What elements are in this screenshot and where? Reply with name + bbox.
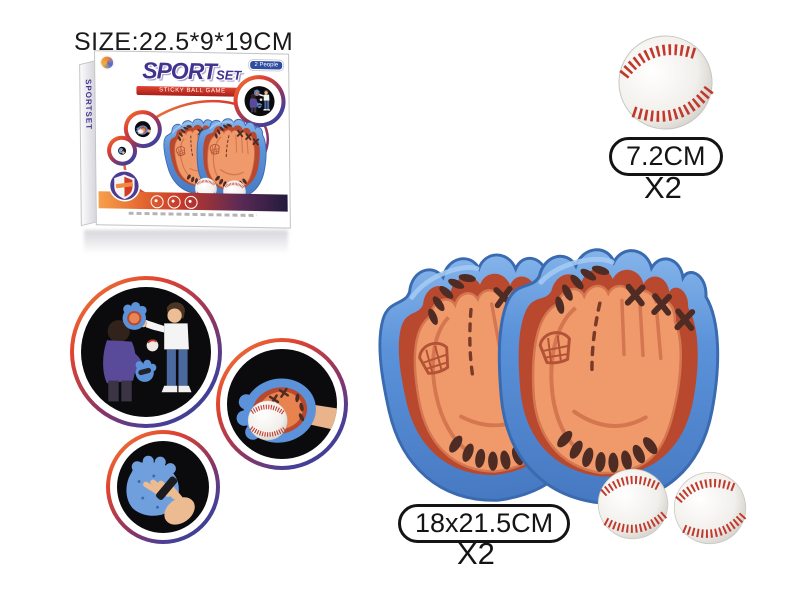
box-side-text: SPORTSET (83, 77, 94, 132)
baseball-small (664, 462, 756, 554)
photo-circle-catch (216, 338, 348, 470)
ball-quantity-label: X2 (644, 170, 682, 205)
feature-icon (150, 195, 164, 209)
ball-size-label: 7.2CM (609, 137, 723, 176)
box-strap-thumb-circle (106, 135, 138, 166)
baseball-large (603, 20, 728, 145)
glove-size-label: 18x21.5CM (398, 504, 571, 543)
photo-circle-strap (106, 430, 220, 544)
box-reflection (84, 230, 288, 258)
glove-quantity-label: X2 (457, 536, 495, 571)
kids-playing-photo (81, 287, 211, 417)
feature-icon (184, 195, 198, 210)
glove-catch-thumb (135, 121, 151, 137)
glove-catch-photo (227, 349, 337, 459)
box-front-panel: SPORTSET STICKY BALL GAME 2 People (94, 50, 291, 229)
glove-strap-thumb (118, 147, 126, 155)
players-count-badge: 2 People (249, 59, 284, 71)
feature-icon (167, 195, 181, 209)
safety-shield-icon (108, 169, 141, 202)
box-title-main: SPORT (142, 57, 217, 85)
photo-circle-kids (70, 276, 222, 428)
box-subtitle: STICKY BALL GAME (136, 85, 249, 97)
glove-strap-photo (117, 441, 209, 533)
baseball-small (591, 462, 675, 546)
product-box: SPORTSET SPORTSET STICKY BALL GAME 2 Peo… (79, 50, 293, 239)
box-title-suffix: SET (215, 67, 242, 83)
